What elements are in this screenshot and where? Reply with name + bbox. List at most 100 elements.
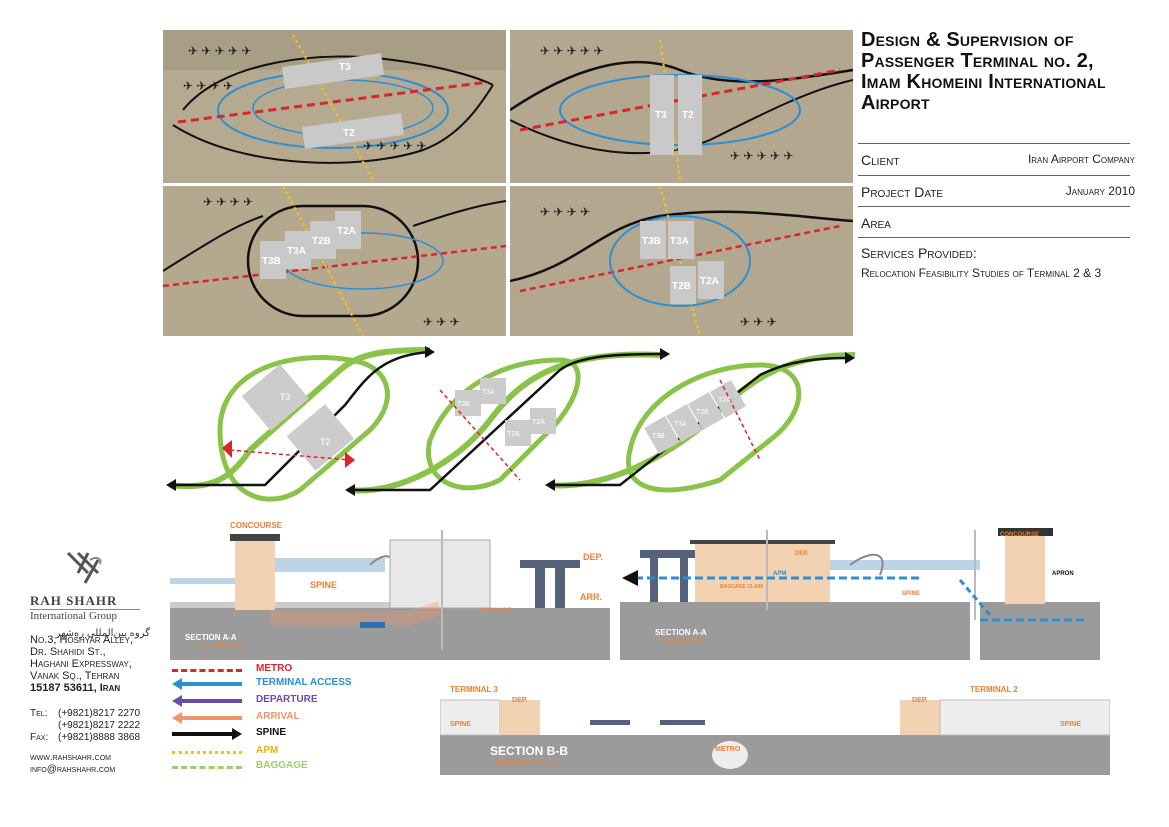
svg-text:✈ ✈ ✈: ✈ ✈ ✈ (740, 315, 777, 329)
photo4-label-t3a: T3A (670, 236, 689, 247)
photo3-label-t2b: T2B (312, 236, 331, 247)
section-left-subtitle: ALTERNATIVE 4 (198, 644, 244, 650)
tel-1: (+9821)8217 2270 (58, 708, 141, 719)
section-a-a-alt4: CONCOURSE SPINE BAGGAGE DEP. ARR. SECTIO… (170, 520, 610, 660)
services-value: Relocation Feasibility Studies of Termin… (861, 266, 1102, 280)
photo1-label-t3: T3 (339, 62, 351, 73)
section-left-arr: ARR. (580, 592, 602, 602)
access-arrow-icon (172, 678, 242, 690)
diagram-3: T3B T3A T2B T2A (545, 352, 856, 493)
company-address: No.3, Hoshyar Alley, Dr. Shahidi St., Ha… (30, 634, 133, 694)
section-right-baggage-claim: BAGGAGE CLAIM (720, 584, 763, 590)
aerial-photo-1: T3 T2 ✈ ✈ ✈ ✈ ✈ ✈ ✈ ✈ ✈ ✈ ✈ ✈ ✈ ✈ (163, 30, 506, 183)
divider (858, 143, 1130, 144)
legend-item-metro: METRO (172, 663, 382, 677)
legend-item-spine: SPINE (172, 727, 382, 741)
section-bb-dep-left: DEP. (512, 697, 527, 704)
title-line-2: Passenger Terminal no. 2, (861, 50, 1094, 72)
section-bb-spine-right: SPINE (1060, 721, 1081, 728)
title-line-1: Design & Supervision of (861, 29, 1074, 51)
divider (858, 175, 1130, 176)
aerial-photo-4: T3B T3A T2B T2A ✈ ✈ ✈ ✈ ✈ ✈ ✈ (510, 186, 853, 336)
legend-item-arrival: ARRIVAL (172, 711, 382, 725)
fax-label: Fax: (30, 732, 49, 743)
section-right-concourse: CONCOURSE (1000, 532, 1039, 538)
apm-line-icon (172, 751, 242, 754)
diagram1-label-t3: T3 (280, 392, 291, 402)
departure-arrow-icon (172, 695, 242, 707)
diagram-1: T3 T2 (166, 346, 435, 502)
project-date-value: January 2010 (1065, 184, 1135, 198)
fax-number: (+9821)8888 3868 (58, 732, 141, 743)
divider (858, 237, 1130, 238)
legend-item-baggage: BAGGAGE (172, 760, 382, 774)
photo3-label-t3a: T3A (287, 246, 306, 257)
section-right-spine: SPINE (902, 591, 920, 597)
section-bb-terminal2: TERMINAL 2 (970, 685, 1018, 694)
photo4-label-t2a: T2A (700, 276, 719, 287)
photo2-label-t3: T3 (655, 110, 667, 121)
section-left-dep: DEP. (583, 552, 603, 562)
section-left-baggage: BAGGAGE (480, 608, 511, 614)
aerial-photo-2: T3 T2 ✈ ✈ ✈ ✈ ✈ ✈ ✈ ✈ ✈ ✈ (510, 30, 853, 183)
project-date-label: Project Date (861, 184, 944, 200)
company-group: International Group (30, 610, 118, 622)
photo2-label-t2: T2 (682, 110, 694, 121)
legend-item-apm: APM (172, 745, 382, 759)
email-link[interactable]: info@rahshahr.com (30, 764, 116, 775)
svg-text:✈ ✈ ✈ ✈ ✈: ✈ ✈ ✈ ✈ ✈ (363, 139, 427, 153)
legend-item-terminal-access: TERMINAL ACCESS (172, 677, 382, 691)
section-right-dep: DEP. (795, 551, 809, 557)
legend-label-baggage: BAGGAGE (256, 760, 308, 771)
legend-item-departure: DEPARTURE (172, 694, 382, 708)
svg-text:✈ ✈ ✈ ✈: ✈ ✈ ✈ ✈ (540, 205, 590, 219)
photo1-label-t2: T2 (343, 128, 355, 139)
photo3-label-t3b: T3B (262, 256, 281, 267)
layout-diagrams: T3 T2 T3B T3A T2B T2A (160, 340, 860, 510)
section-bb-spine-left: SPINE (450, 721, 471, 728)
diagram3-label-t3b: T3B (652, 433, 665, 440)
services-label: Services Provided: (861, 245, 977, 261)
tel-label: Tel: (30, 708, 48, 719)
diagram2-label-t2b: T2B (507, 431, 520, 438)
section-b-b: TERMINAL 3 TERMINAL 2 DEP. DEP. SPINE SP… (439, 680, 1111, 775)
photo4-label-t3b: T3B (642, 236, 661, 247)
company-persian-name: گروه بین‌المللی ره‌شهر (55, 628, 150, 639)
diagram3-label-t2a: T2A (718, 397, 731, 404)
website-link[interactable]: www.rahshahr.com (30, 752, 111, 763)
section-right-title: SECTION A-A (655, 628, 707, 637)
address-line-4: Vanak Sq., Tehran (30, 670, 120, 682)
diagram3-label-t3a: T3A (674, 421, 687, 428)
legend-label-metro: METRO (256, 663, 293, 674)
section-bb-subtitle: ALTERNATIVE 3 (495, 758, 556, 767)
section-bb-metro: METRO (715, 746, 741, 753)
photo4-label-t2b: T2B (672, 281, 691, 292)
client-value: Iran Airport Company (1027, 152, 1135, 166)
section-right-apm: APM (773, 571, 786, 577)
tel-2: (+9821)8217 2222 (58, 720, 141, 731)
title-line-3: Imam Khomeini International (861, 71, 1106, 93)
section-left-concourse: CONCOURSE (230, 521, 283, 530)
metro-line-icon (172, 669, 242, 672)
area-label: Area (861, 215, 891, 231)
title-line-4: Airport (861, 92, 930, 114)
svg-text:✈ ✈ ✈ ✈: ✈ ✈ ✈ ✈ (203, 195, 253, 209)
company-contact: Tel: (+9821)8217 2270 (+9821)8217 2222 Fa… (30, 708, 160, 776)
svg-text:✈ ✈ ✈ ✈ ✈: ✈ ✈ ✈ ✈ ✈ (730, 149, 794, 163)
address-line-2: Dr. Shahidi St., (30, 646, 106, 658)
legend-label-apm: APM (256, 745, 279, 756)
legend-label-terminal-access: TERMINAL ACCESS (256, 677, 352, 688)
diagram2-label-t3b: T3B (457, 401, 470, 408)
client-label: Client (861, 152, 900, 168)
logo-mark-icon (66, 551, 102, 584)
diagram2-label-t2a: T2A (532, 419, 545, 426)
address-postcode: 15187 53611, Iran (30, 682, 121, 694)
svg-text:✈ ✈ ✈ ✈ ✈: ✈ ✈ ✈ ✈ ✈ (540, 44, 604, 58)
diagram-2: T3B T3A T2B T2A (345, 348, 670, 496)
diagram2-label-t3a: T3A (482, 389, 495, 396)
aerial-photo-3: T3B T3A T2B T2A ✈ ✈ ✈ ✈ ✈ ✈ ✈ (163, 186, 506, 336)
svg-text:✈ ✈ ✈ ✈ ✈: ✈ ✈ ✈ ✈ ✈ (188, 44, 252, 58)
section-right-apron: APRON (1052, 571, 1074, 577)
arrival-arrow-icon (172, 712, 242, 724)
photo3-label-t2a: T2A (337, 226, 356, 237)
